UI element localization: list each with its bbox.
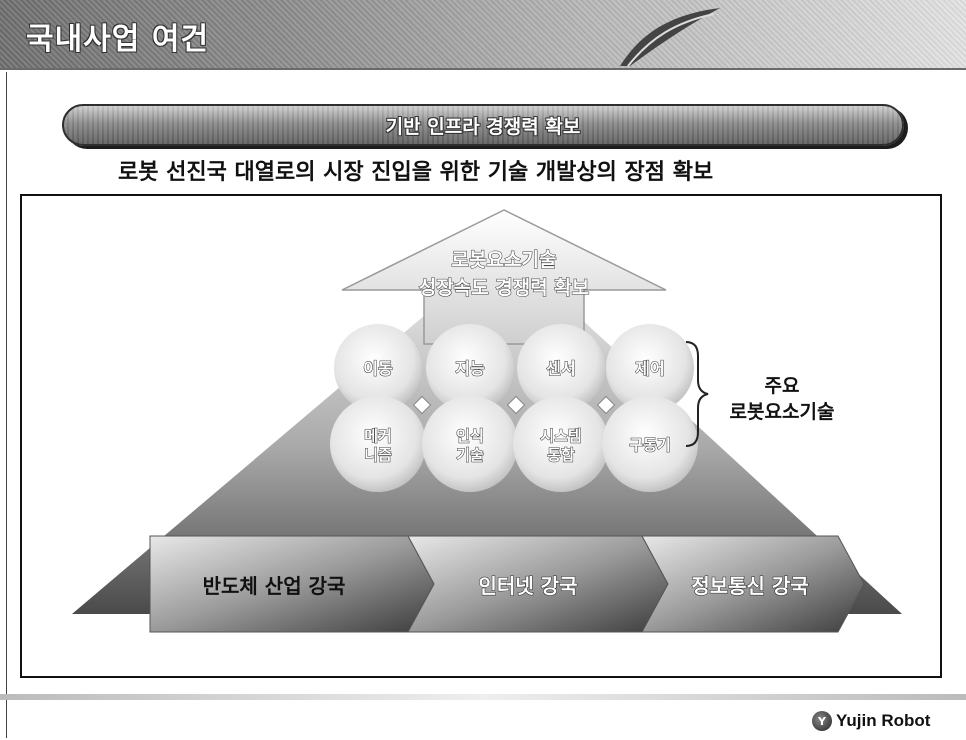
circle-label-bottom-0a: 메커	[364, 427, 392, 445]
bottom-circle-row	[330, 396, 698, 492]
section-title: 국내사업 여건	[26, 22, 210, 57]
circle-label-bottom-1b: 기술	[456, 446, 484, 464]
tech-circle	[606, 324, 694, 412]
tech-circle	[602, 396, 698, 492]
tech-circle	[513, 396, 609, 492]
arrow-label-line1: 로봇요소기술	[452, 249, 557, 271]
circle-label-bottom-0b: 니즘	[364, 446, 392, 464]
arrow-label-line2: 성장속도 경쟁력 확보	[419, 276, 590, 299]
diamond-icon	[412, 395, 432, 415]
base-label-2: 정보통신 강국	[691, 574, 808, 598]
tech-circle	[422, 396, 518, 492]
pyramid-diagram: 로봇요소기술 성장속도 경쟁력 확보 이동 지능 센서 제어 메커 니즘 인식 …	[72, 209, 902, 633]
company-name: Yujin Robot	[836, 711, 931, 730]
base-arrow-2	[641, 535, 865, 633]
circle-label-bottom-2b: 통합	[547, 446, 575, 464]
circle-label-top-1: 지능	[455, 359, 485, 378]
left-frame-line	[6, 72, 7, 738]
circle-label-bottom-1a: 인식	[456, 427, 484, 445]
banner-label: 기반 인프라 경쟁력 확보	[385, 116, 581, 138]
tech-circle	[330, 396, 426, 492]
circle-label-top-0: 이동	[363, 359, 393, 378]
base-label-0: 반도체 산업 강국	[203, 574, 346, 598]
diamond-icon	[506, 395, 526, 415]
section-banner: 기반 인프라 경쟁력 확보	[62, 104, 904, 146]
circle-label-top-3: 제어	[635, 359, 664, 378]
slide-subtitle: 로봇 선진국 대열로의 시장 진입을 위한 기술 개발상의 장점 확보	[118, 160, 714, 185]
tech-circle	[426, 324, 514, 412]
company-logo: Y Yujin Robot	[812, 710, 930, 732]
header-band: 국내사업 여건	[0, 0, 966, 70]
tech-circle	[334, 324, 422, 412]
side-label-line1: 주요	[765, 375, 800, 397]
tech-circle	[517, 324, 605, 412]
yujin-logo-icon: Y	[812, 711, 832, 731]
top-circle-row	[334, 324, 694, 412]
brace-icon	[685, 341, 709, 447]
leaf-decoration-icon	[620, 8, 720, 67]
footer-band	[0, 694, 966, 700]
diamond-icon	[596, 395, 616, 415]
circle-label-bottom-2a: 시스템	[540, 427, 581, 445]
circle-label-bottom-3: 구동기	[629, 436, 670, 454]
circle-label-top-2: 센서	[546, 359, 575, 378]
diagram-frame: 로봇요소기술 성장속도 경쟁력 확보 이동 지능 센서 제어 메커 니즘 인식 …	[20, 194, 942, 678]
side-label-line2: 로봇요소기술	[730, 401, 835, 423]
base-label-1: 인터넷 강국	[479, 574, 578, 598]
